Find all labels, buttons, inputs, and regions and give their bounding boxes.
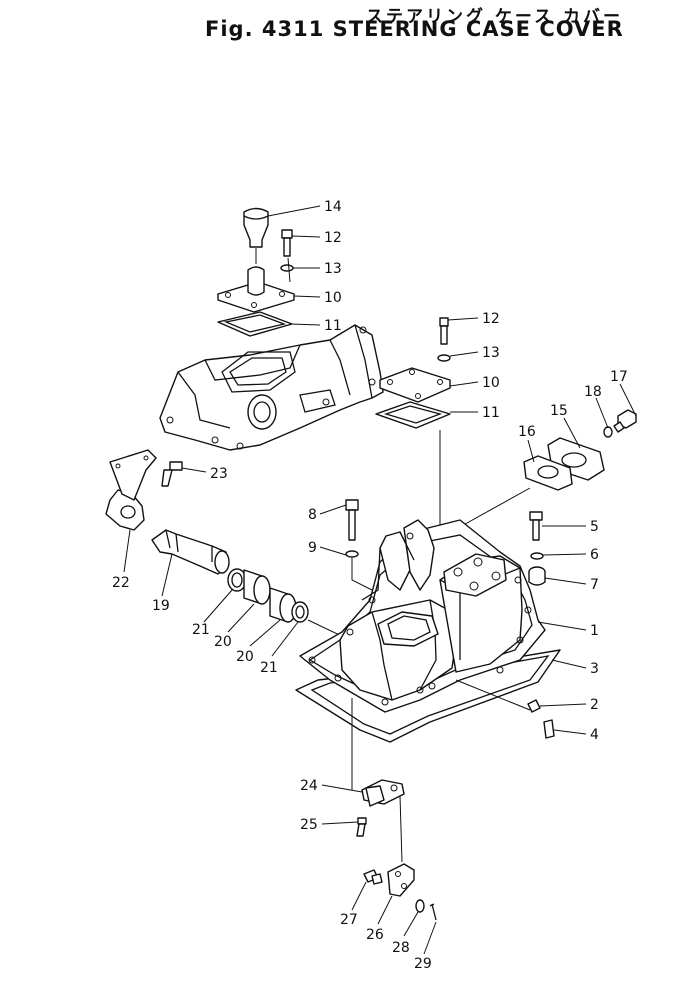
- upper-case-assembly: [159, 207, 384, 451]
- callout-11: 11: [482, 405, 500, 421]
- callout-11: 11: [324, 318, 342, 334]
- callout-3: 3: [590, 661, 599, 677]
- callout-9: 9: [308, 540, 317, 556]
- callout-20: 20: [214, 634, 232, 650]
- title-japanese: ステアリング ケース カバー: [366, 7, 623, 27]
- callout-26: 26: [366, 927, 384, 943]
- callout-8: 8: [308, 507, 317, 523]
- callout-13: 13: [324, 261, 342, 277]
- shaft-assembly: [105, 449, 351, 641]
- callout-18: 18: [584, 384, 602, 400]
- callout-17: 17: [610, 369, 628, 385]
- lower-lever-assembly: [356, 779, 437, 921]
- callout-27: 27: [340, 912, 358, 928]
- callout-12: 12: [482, 311, 500, 327]
- callout-25: 25: [300, 817, 318, 833]
- callout-24: 24: [300, 778, 318, 794]
- callout-22: 22: [112, 575, 130, 591]
- callout-21: 21: [192, 622, 210, 638]
- callout-10: 10: [324, 290, 342, 306]
- callout-28: 28: [392, 940, 410, 956]
- callout-12: 12: [324, 230, 342, 246]
- callout-21: 21: [260, 660, 278, 676]
- right-cover-assembly: [375, 317, 451, 610]
- callout-2: 2: [590, 697, 599, 713]
- callout-19: 19: [152, 598, 170, 614]
- leader-lines: [123, 205, 637, 955]
- main-case-cover: [295, 499, 561, 790]
- callout-7: 7: [590, 577, 599, 593]
- flange-assembly: [457, 409, 637, 529]
- callout-4: 4: [590, 727, 599, 743]
- callout-15: 15: [550, 403, 568, 419]
- callout-23: 23: [210, 466, 228, 482]
- callout-labels: 14 12 13 10 11 12 13 10 11 17 18 15 16 2…: [112, 199, 628, 972]
- callout-13: 13: [482, 345, 500, 361]
- callout-5: 5: [590, 519, 599, 535]
- callout-16: 16: [518, 424, 536, 440]
- callout-10: 10: [482, 375, 500, 391]
- callout-20: 20: [236, 649, 254, 665]
- figure-title: Fig. 4311 STEERING CASE COVER: [205, 17, 624, 41]
- callout-1: 1: [590, 623, 599, 639]
- callout-14: 14: [324, 199, 342, 215]
- callout-29: 29: [414, 956, 432, 972]
- callout-6: 6: [590, 547, 599, 563]
